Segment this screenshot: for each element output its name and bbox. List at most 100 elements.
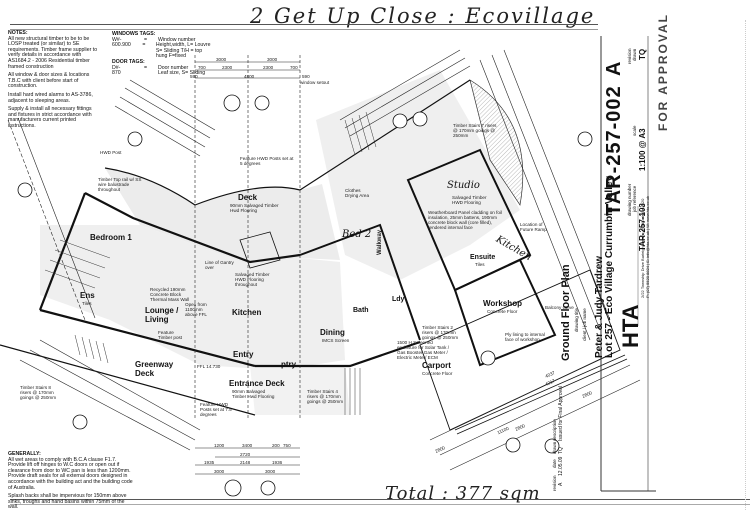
room-carport-sub: Concrete Floor <box>422 371 453 376</box>
kitchen-island <box>239 231 281 269</box>
room-greenway-deck: Greenway Deck <box>135 360 174 378</box>
dimension-label: 1200 <box>214 443 225 448</box>
studio-wall <box>406 148 532 292</box>
stair-greenway <box>74 334 109 364</box>
section-marker-aa-bottom <box>224 479 242 497</box>
drawing-title-label: drawing title <box>574 307 579 332</box>
dimension-label: 1935 <box>204 460 215 465</box>
note-item: Install hard wired alarms to AS-3786, ad… <box>8 91 93 104</box>
section-marker-s4-bottom <box>505 437 521 453</box>
bed2-wall <box>299 223 421 341</box>
note-item: Supply & install all necessary fittings … <box>8 106 92 129</box>
rev-table-cell: A <box>558 482 564 486</box>
handwritten-studio: Studio <box>447 180 480 191</box>
footer-rule-2 <box>10 504 750 505</box>
room-ensuite: Ensuite <box>470 254 496 261</box>
annotation-feature-posts-75: Feature HWD Posts set at 7.5 degrees <box>200 402 232 417</box>
general-notes-block: GENERALLY:All wet areas to comply with B… <box>8 451 133 514</box>
annotation-gantry: Line of Gantry over <box>205 260 234 270</box>
room-entrance-deck-sub: 90mm Salvaged Timber Hwd Flooring <box>232 389 275 399</box>
client-line2: Lot 257 - Eco Village Currumbin Valley <box>604 175 615 358</box>
revision-value: A <box>603 61 625 76</box>
header-rule-2 <box>10 29 598 30</box>
dimension-label: 1936 <box>272 460 283 465</box>
room-lounge: Lounge / Living <box>145 306 179 324</box>
room-dining: Dining <box>320 328 345 337</box>
dimension-label: 2300 <box>263 65 274 70</box>
bedroom-wall <box>84 192 301 264</box>
page-edge-dotted <box>745 20 746 510</box>
rev-table-header-date: date <box>552 459 557 468</box>
walls <box>0 79 628 435</box>
handwritten-bed2: Bed 2 <box>342 229 372 240</box>
section-marker-s4-top <box>412 111 428 127</box>
job-reference-label: job reference <box>632 185 637 212</box>
upper-deck-edge <box>299 79 471 191</box>
annotation-window-setout: window setout <box>300 80 330 85</box>
drawn-label: drawn <box>632 48 637 61</box>
title-block: TAR-257-002 drawing number A revision dr… <box>552 13 736 494</box>
rev-table-header-revision: revision <box>552 475 557 491</box>
dimension-label: 3000 <box>216 57 227 62</box>
status-for-approval: FOR APPROVAL <box>656 12 670 131</box>
dimension-label: 3000 <box>265 469 276 474</box>
drawn-value: TQ <box>638 48 647 60</box>
section-marker-s2-bottom <box>260 480 276 496</box>
carport-beam-2 <box>456 358 628 435</box>
rev-table-header-drawn: drawn <box>552 441 557 454</box>
annotation-top-rail: Timber Top rail w/ SS wire balustrade th… <box>98 177 142 192</box>
firm-contact: P: (07) 5520 8824 | E: info@hta.co.uk | … <box>645 196 650 298</box>
tag-code: 600.900 <box>112 42 131 49</box>
stairs <box>44 111 377 415</box>
annotation-balcony: Balcony curve <box>545 305 574 310</box>
tag-code: W#- <box>112 36 122 43</box>
general-note-item: All wet areas to comply with B.C.A claus… <box>8 456 133 491</box>
room-ens: Ens <box>80 291 95 300</box>
section-marker-s1 <box>17 182 33 198</box>
door-tags-header: DOOR TAGS: <box>112 59 145 65</box>
drawing-title: Ground Floor Plan <box>560 264 572 361</box>
room-entry: Entry <box>233 350 254 359</box>
stair-studio <box>344 111 377 156</box>
section-marker-s5 <box>577 131 593 147</box>
carport-outline <box>419 269 621 431</box>
rev-table-cell: Issued for Final Approval <box>558 385 564 441</box>
tag-code: D#- <box>112 64 121 71</box>
tag-code: 870 <box>112 70 121 77</box>
annotation-future-ramp: Location of Future Ramp <box>520 222 547 232</box>
client-line1: Peter & Judy Tardrew <box>594 255 605 358</box>
dimension-label: 2148 <box>240 460 251 465</box>
deck-area <box>105 168 340 265</box>
carport-beam <box>454 354 626 431</box>
rev-table-header-description: description <box>552 419 557 441</box>
handwritten-total: Total : 377 sqm <box>385 483 541 504</box>
tag-desc: Window number <box>158 36 196 43</box>
room-workshop-sub: Concrete Floor <box>487 309 518 314</box>
room-kitchen: Kitchen <box>232 308 262 317</box>
general-note-item: Splash backs shall be impervious for 150… <box>8 493 127 511</box>
room-bedroom1: Bedroom 1 <box>90 233 132 242</box>
section-marker-aa-top <box>223 94 241 112</box>
title-block-frame <box>600 36 656 492</box>
annotation-stairs-7: Timber Stairs 7 risers @ 170mm goings @ … <box>453 123 497 138</box>
dimension-label: 200 <box>272 443 280 448</box>
tag-row: 600.900=Height,width, L= Louvre S= Slidi… <box>112 42 212 60</box>
dimension-label: 590 <box>190 74 198 79</box>
tag-eq: = <box>144 64 148 71</box>
room-studio-sub: Salvaged Timber HWD Flooring <box>452 195 487 205</box>
annotation-stairs-8: Timber Stairs 8 risers @ 170mm goings @ … <box>20 385 57 400</box>
tag-eq: = <box>144 36 148 43</box>
workshop-wall <box>453 258 557 367</box>
annotation-feature-timber-post: Feature Timber post <box>158 330 183 340</box>
section-marker-s2-top <box>254 95 270 111</box>
annotation-salvaged-flooring: Salvaged Timber HWD Flooring throughout <box>235 272 270 287</box>
stair-entrance <box>344 368 361 415</box>
dimension-label: 750 <box>283 443 291 448</box>
annotation-recycled-block: Recycled 190mm Concrete Block Thermal Ma… <box>150 287 190 302</box>
stair-bedroom-ens <box>44 239 111 289</box>
room-ldy: Ldy <box>392 296 405 303</box>
section-marker-bb-bottom <box>544 438 560 454</box>
room-deck-sub: 90mm Salvaged Timber Hwd Flooring <box>230 203 279 213</box>
